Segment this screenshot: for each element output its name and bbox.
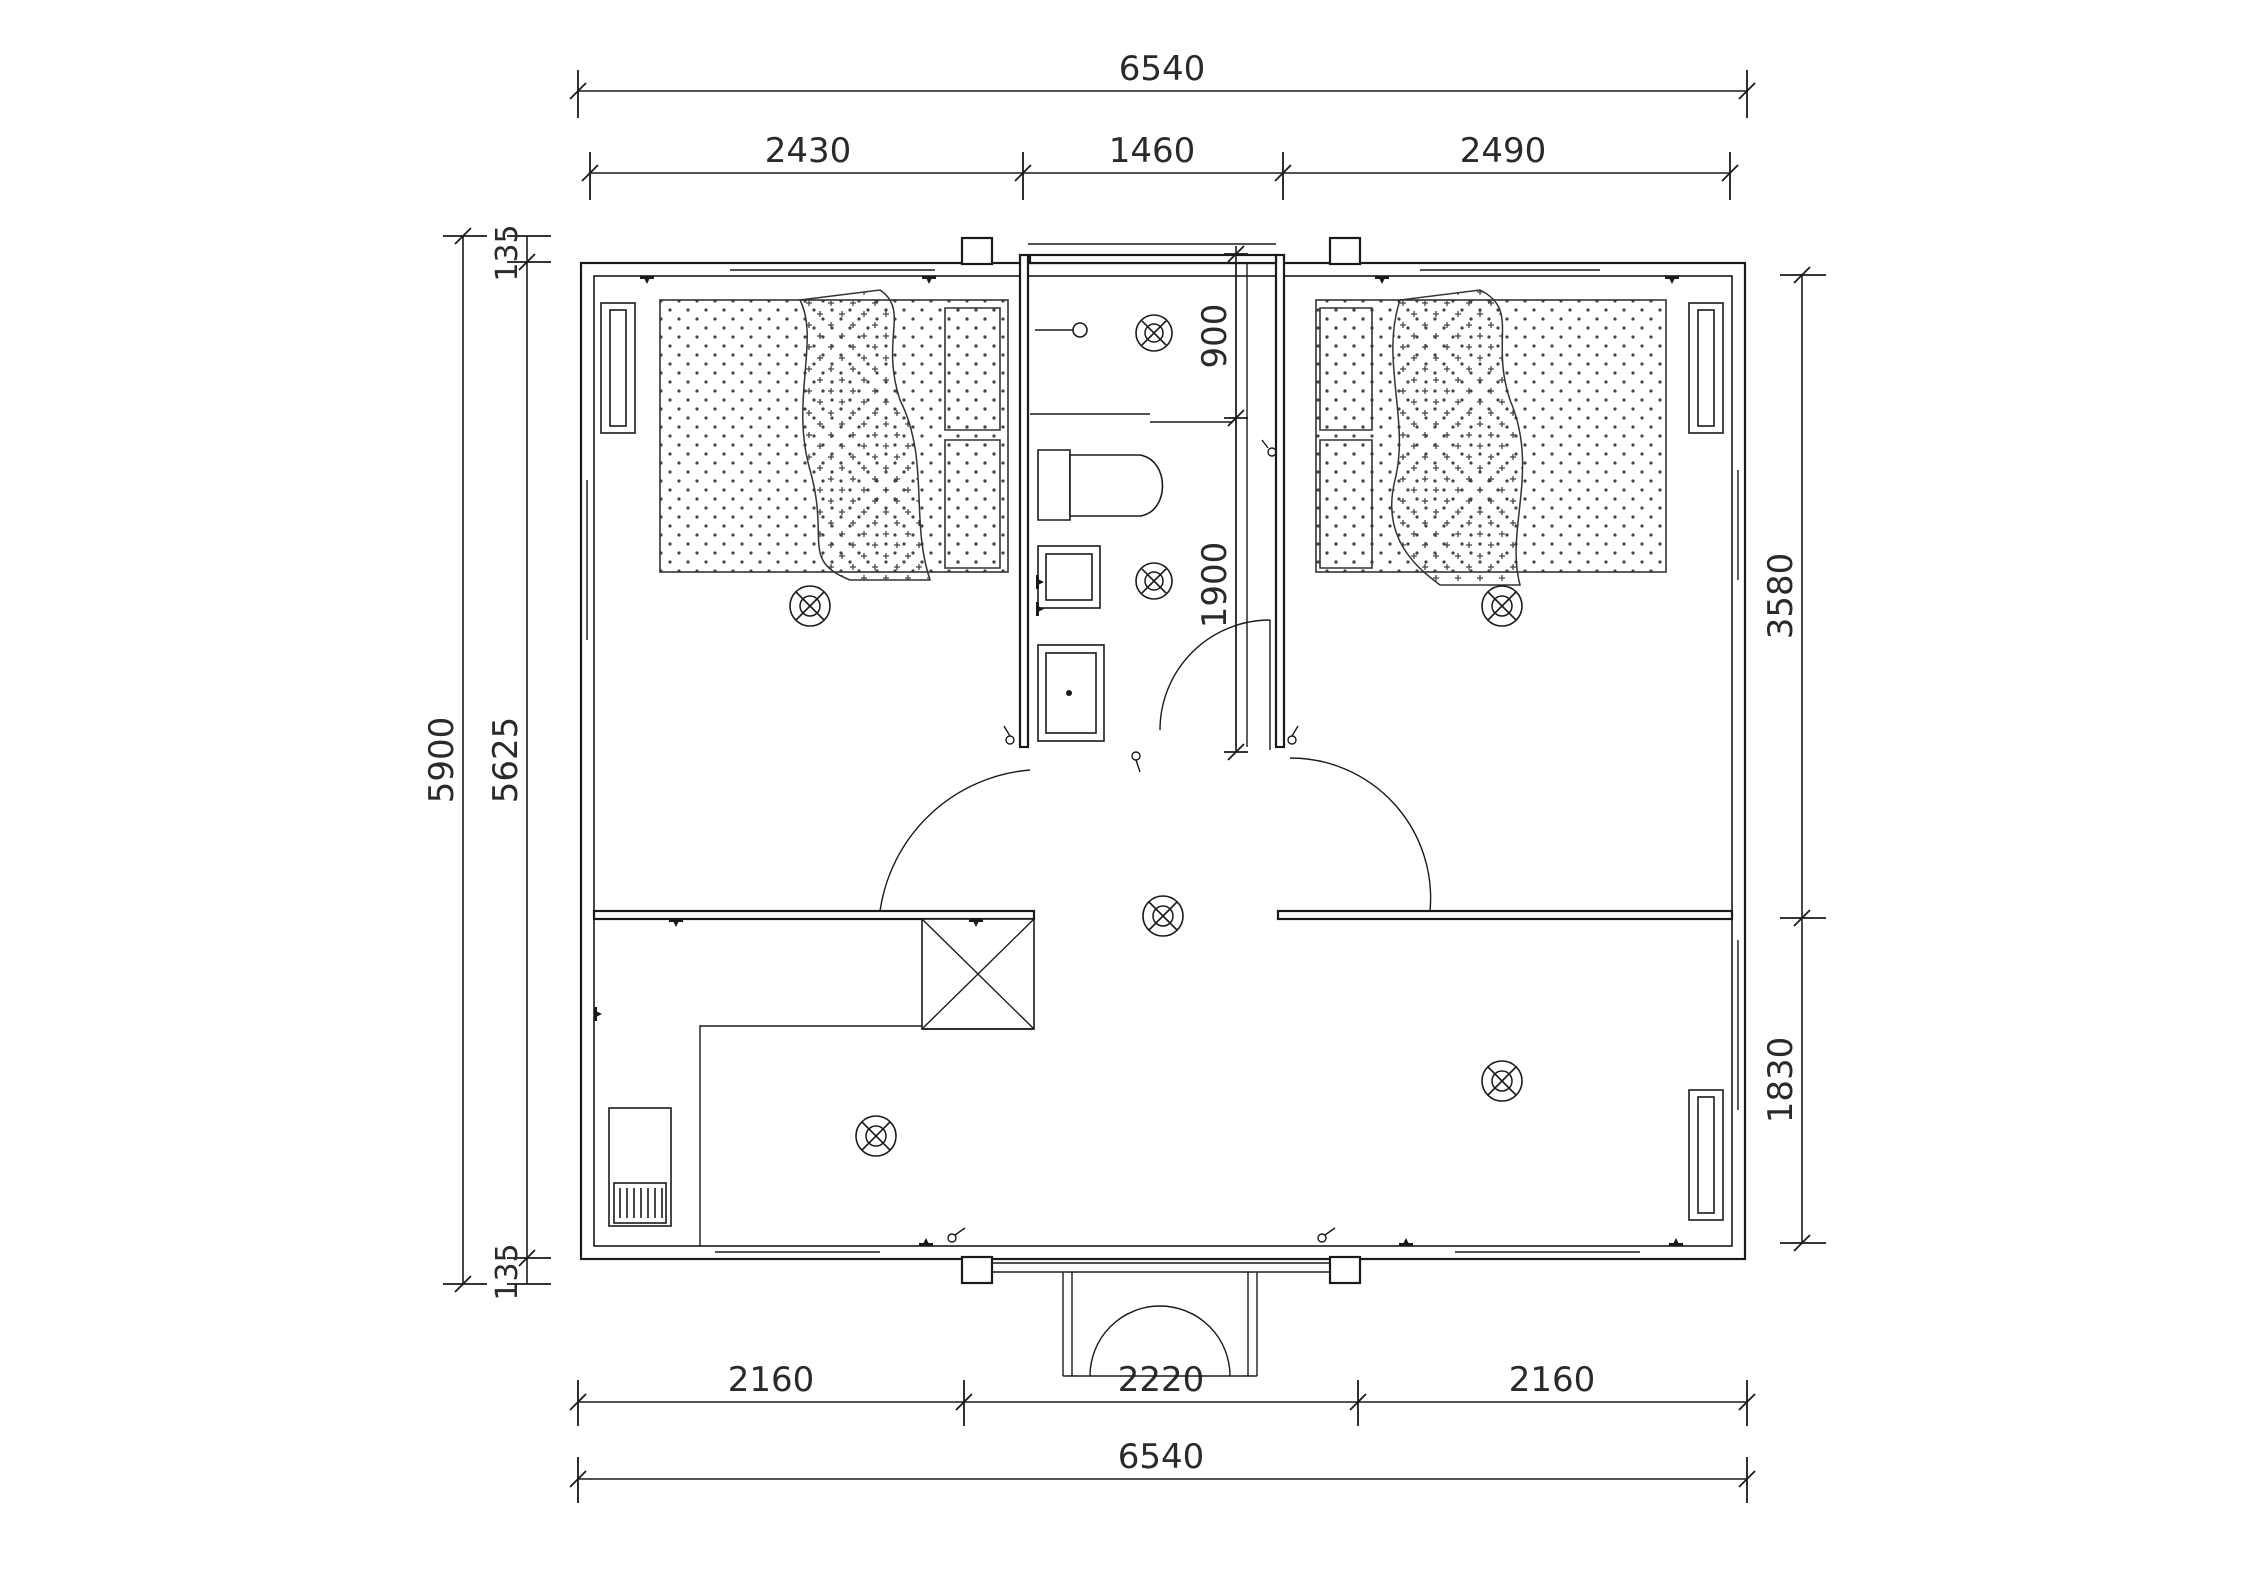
bed-left bbox=[600, 289, 1009, 581]
dim-top-seg-1: 2430 bbox=[765, 131, 852, 171]
entrance-porch bbox=[960, 1255, 1362, 1377]
interior-partitions bbox=[592, 909, 1734, 1246]
wall-cabinet-right bbox=[1688, 1089, 1724, 1221]
socket-icon bbox=[640, 276, 654, 284]
kitchen-fixture bbox=[608, 1107, 672, 1227]
dimension-top-segments: 2430 1460 2490 bbox=[581, 131, 1739, 200]
dimension-left: 5900 5625 135 135 bbox=[422, 224, 551, 1301]
socket-icon bbox=[1036, 602, 1044, 616]
dim-bath-seg-2: 1900 bbox=[1195, 542, 1235, 629]
ceiling-lights bbox=[789, 314, 1523, 1157]
dim-bottom-overall-label: 6540 bbox=[1118, 1437, 1205, 1477]
dim-top-seg-3: 2490 bbox=[1460, 131, 1547, 171]
dimension-right: 3580 1830 bbox=[1761, 266, 1826, 1252]
dim-left-bottom-wall: 135 bbox=[490, 1243, 525, 1300]
dimension-bottom-segments: 2160 2220 2160 bbox=[569, 1360, 1756, 1426]
dim-bottom-seg-3: 2160 bbox=[1509, 1360, 1596, 1400]
bathroom-fixtures bbox=[1035, 322, 1164, 742]
dim-left-top-wall: 135 bbox=[490, 224, 525, 281]
socket-icon bbox=[919, 1238, 933, 1246]
circle-cross-icon bbox=[1481, 585, 1523, 627]
circle-cross-icon bbox=[789, 585, 831, 627]
switch-icon bbox=[1003, 725, 1015, 745]
dim-bottom-seg-1: 2160 bbox=[728, 1360, 815, 1400]
wall-sockets bbox=[594, 276, 1683, 1246]
door-swings bbox=[879, 619, 1432, 1377]
circle-cross-icon bbox=[855, 1115, 897, 1157]
socket-icon bbox=[669, 919, 683, 927]
dim-bottom-seg-2: 2220 bbox=[1118, 1360, 1205, 1400]
socket-icon bbox=[1036, 575, 1044, 589]
socket-icon bbox=[1665, 276, 1679, 284]
dim-left-inner: 5625 bbox=[486, 717, 526, 804]
switch-icon bbox=[947, 1227, 966, 1243]
dimension-bottom-overall: 6540 bbox=[569, 1437, 1756, 1503]
circle-cross-icon bbox=[1142, 895, 1184, 937]
dim-bath-seg-1: 900 bbox=[1195, 304, 1235, 369]
socket-icon bbox=[594, 1007, 602, 1021]
socket-icon bbox=[969, 919, 983, 927]
bed-right bbox=[1315, 289, 1724, 586]
socket-icon bbox=[1375, 276, 1389, 284]
socket-icon bbox=[1399, 1238, 1413, 1246]
dim-right-seg-2: 1830 bbox=[1761, 1037, 1801, 1124]
socket-icon bbox=[1669, 1238, 1683, 1246]
dim-top-seg-2: 1460 bbox=[1109, 131, 1196, 171]
dimension-top-overall: 6540 bbox=[569, 49, 1756, 118]
dim-top-overall-label: 6540 bbox=[1119, 49, 1206, 89]
dimension-bathroom: 900 1900 bbox=[1195, 245, 1248, 761]
circle-cross-icon bbox=[1135, 314, 1173, 352]
circle-cross-icon bbox=[1481, 1060, 1523, 1102]
dim-left-overall: 5900 bbox=[422, 717, 462, 804]
switch-icon bbox=[1261, 439, 1277, 457]
switch-icon bbox=[1287, 725, 1299, 745]
socket-icon bbox=[922, 276, 936, 284]
circle-cross-icon bbox=[1135, 562, 1173, 600]
switch-icon bbox=[1131, 751, 1141, 773]
dim-right-seg-1: 3580 bbox=[1761, 553, 1801, 640]
switches bbox=[947, 439, 1336, 1243]
switch-icon bbox=[1317, 1227, 1336, 1243]
